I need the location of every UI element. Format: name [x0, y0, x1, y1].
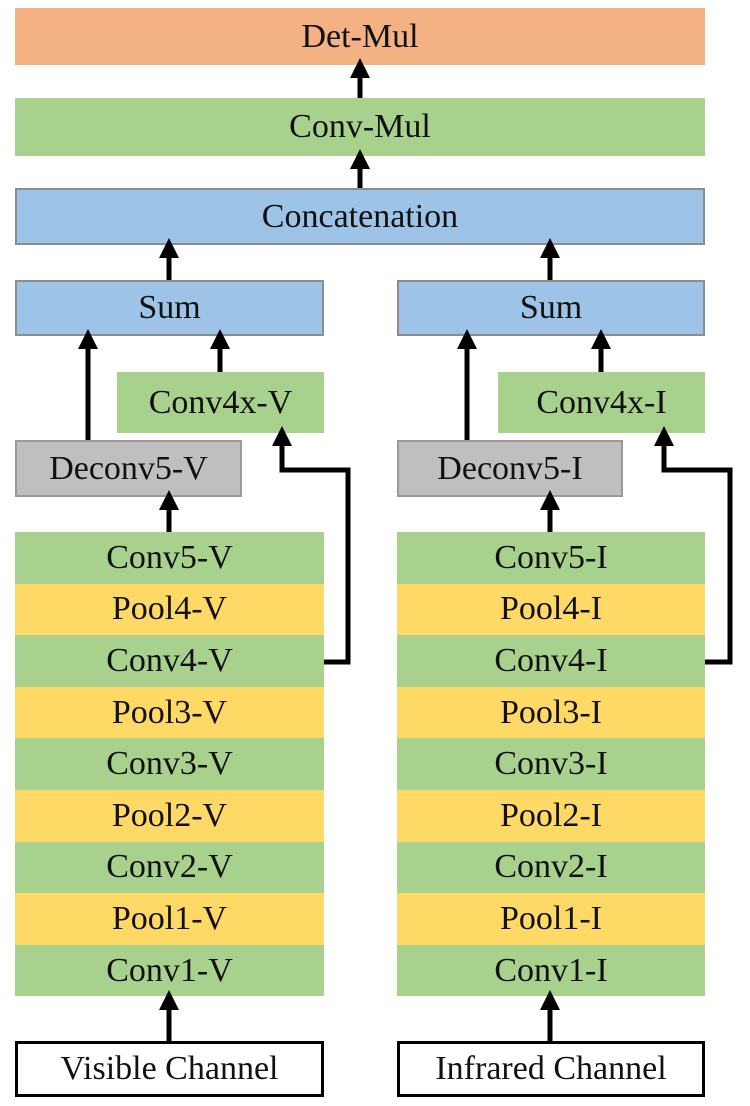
infrared-pool3-layer: Pool3-I	[397, 686, 705, 739]
visible-pool1-layer: Pool1-V	[15, 893, 324, 945]
infrared-channel-input: Infrared Channel	[397, 1041, 705, 1097]
infrared-pool2-layer: Pool2-I	[397, 789, 705, 842]
infrared-conv2-layer: Conv2-I	[397, 841, 705, 894]
infrared-conv3-layer: Conv3-I	[397, 738, 705, 790]
visible-channel-input: Visible Channel	[15, 1041, 324, 1097]
infrared-pool1-layer: Pool1-I	[397, 893, 705, 945]
infrared-backbone-stack: Conv5-I Pool4-I Conv4-I Pool3-I Conv3-I …	[397, 532, 705, 997]
infrared-conv5-layer: Conv5-I	[397, 532, 705, 584]
visible-deconv5-block: Deconv5-V	[15, 440, 242, 497]
concatenation-block: Concatenation	[15, 188, 705, 245]
visible-pool3-layer: Pool3-V	[15, 686, 324, 739]
visible-pool2-layer: Pool2-V	[15, 789, 324, 842]
visible-sum-block: Sum	[15, 280, 324, 336]
infrared-deconv5-block: Deconv5-I	[397, 440, 623, 497]
visible-conv5-layer: Conv5-V	[15, 532, 324, 584]
visible-conv4-layer: Conv4-V	[15, 635, 324, 687]
arrow-infrared-conv4-to-conv4x	[654, 426, 733, 665]
arrow-visible-conv4-to-conv4x	[272, 426, 351, 665]
infrared-sum-block: Sum	[397, 280, 705, 336]
infrared-pool4-layer: Pool4-I	[397, 583, 705, 636]
visible-conv4x-block: Conv4x-V	[117, 372, 324, 433]
visible-backbone-stack: Conv5-V Pool4-V Conv4-V Pool3-V Conv3-V …	[15, 532, 324, 997]
conv-mul-block: Conv-Mul	[15, 98, 705, 156]
visible-conv3-layer: Conv3-V	[15, 738, 324, 790]
visible-pool4-layer: Pool4-V	[15, 583, 324, 636]
visible-conv2-layer: Conv2-V	[15, 841, 324, 894]
infrared-conv4x-block: Conv4x-I	[498, 372, 705, 433]
visible-conv1-layer: Conv1-V	[15, 944, 324, 997]
det-mul-block: Det-Mul	[15, 8, 705, 65]
infrared-conv1-layer: Conv1-I	[397, 944, 705, 997]
infrared-conv4-layer: Conv4-I	[397, 635, 705, 687]
